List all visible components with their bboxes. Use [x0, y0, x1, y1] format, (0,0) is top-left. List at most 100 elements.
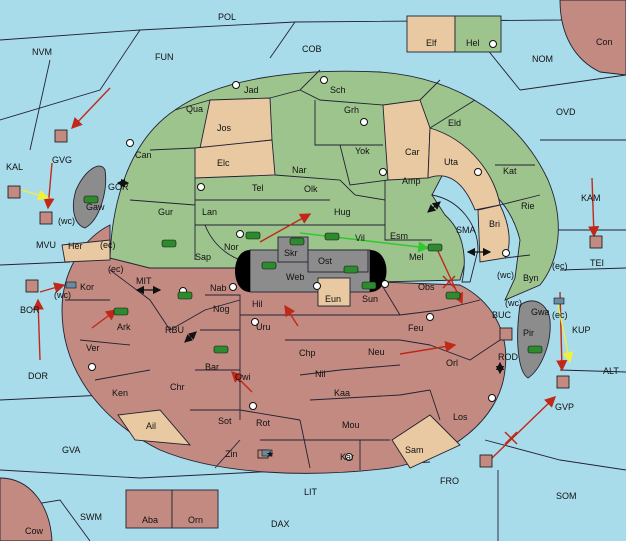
province-con[interactable]: [559, 0, 626, 76]
label-cob: COB: [302, 44, 322, 54]
label-neu: Neu: [368, 347, 385, 357]
label-tel: Tel: [252, 183, 264, 193]
label-bri: Bri: [489, 219, 500, 229]
label-her: Her: [68, 241, 83, 251]
province-pir[interactable]: [517, 300, 551, 379]
label-jos: Jos: [217, 123, 232, 133]
label-rot: Rot: [256, 418, 271, 428]
label-hel: Hel: [466, 38, 480, 48]
label-vil: Vil: [355, 233, 365, 243]
label-obs: Obs: [418, 282, 435, 292]
label-nvm: NVM: [32, 47, 52, 57]
label-can: Can: [135, 150, 152, 160]
label-aba: Aba: [142, 515, 158, 525]
label-zin: Zin: [225, 449, 238, 459]
label-hil: Hil: [252, 299, 263, 309]
label-ec1: (ec): [100, 240, 116, 250]
orders-yellow: [21, 189, 574, 364]
province-ail[interactable]: [117, 409, 192, 446]
label-feu: Feu: [408, 323, 424, 333]
orders-red: [32, 87, 600, 459]
label-pol: POL: [218, 12, 236, 22]
label-wc2: (wc): [497, 270, 514, 280]
label-dor: DOR: [28, 371, 49, 381]
label-ost: Ost: [318, 256, 333, 266]
label-buc: BUC: [492, 310, 512, 320]
label-ec3: (ec): [108, 264, 124, 274]
province-car[interactable]: [382, 99, 431, 181]
province-eun-inner[interactable]: [317, 277, 351, 307]
label-elc: Elc: [217, 158, 230, 168]
label-gwa: Gwa: [531, 307, 550, 317]
label-nar: Nar: [292, 165, 307, 175]
label-dax: DAX: [271, 519, 290, 529]
label-gva: GVA: [62, 445, 80, 455]
label-nom: NOM: [532, 54, 553, 64]
label-ken: Ken: [112, 388, 128, 398]
label-nog: Nog: [213, 304, 230, 314]
label-jad: Jad: [244, 85, 259, 95]
label-gaw: Gaw: [86, 202, 105, 212]
label-kup: KUP: [572, 325, 591, 335]
label-grh: Grh: [344, 105, 359, 115]
label-ail: Ail: [146, 421, 156, 431]
label-uru: Uru: [256, 322, 271, 332]
svg-text:★: ★: [266, 449, 274, 459]
passage-arrows: [116, 178, 505, 375]
label-gvp: GVP: [555, 402, 574, 412]
label-ver: Ver: [86, 343, 100, 353]
label-nil: Nil: [315, 369, 326, 379]
label-sot: Sot: [218, 416, 232, 426]
label-esm: Esm: [390, 231, 408, 241]
label-mvu: MVU: [36, 240, 56, 250]
label-gur: Gur: [158, 207, 173, 217]
province-her[interactable]: [61, 239, 111, 263]
label-tei: TEI: [590, 258, 604, 268]
province-jos[interactable]: [199, 97, 273, 149]
label-rie: Rie: [521, 201, 535, 211]
label-sun: Sun: [362, 294, 378, 304]
label-kat: Kat: [503, 166, 517, 176]
label-nab: Nab: [210, 283, 227, 293]
province-elf[interactable]: [406, 15, 456, 53]
province-ost[interactable]: [307, 249, 369, 273]
label-chp: Chp: [299, 348, 316, 358]
label-wc1: (wc): [58, 216, 75, 226]
label-ovd: OVD: [556, 107, 576, 117]
label-nor: Nor: [224, 242, 239, 252]
province-orn[interactable]: [171, 489, 219, 529]
label-swm: SWM: [80, 512, 102, 522]
label-car: Car: [405, 147, 420, 157]
label-mel: Mel: [409, 252, 424, 262]
province-sam[interactable]: [391, 414, 461, 469]
label-gvg: GVG: [52, 155, 72, 165]
label-sam: Sam: [405, 445, 424, 455]
south-borders: [65, 269, 501, 470]
label-olk: Olk: [304, 184, 318, 194]
label-cow: Cow: [25, 526, 44, 536]
label-som: SOM: [556, 491, 577, 501]
label-orn: Orn: [188, 515, 203, 525]
label-sap: Sap: [195, 252, 211, 262]
label-eun: Eun: [325, 294, 341, 304]
sea-sma[interactable]: [431, 194, 479, 283]
label-hug: Hug: [334, 207, 351, 217]
label-wc4: (wc): [505, 298, 522, 308]
label-los: Los: [453, 412, 468, 422]
province-labels: POL NVM FUN COB NOM Con OVD Elf Hel KAL …: [6, 12, 619, 536]
label-kam: KAM: [581, 193, 601, 203]
label-kaa: Kaa: [334, 388, 350, 398]
label-fun: FUN: [155, 52, 174, 62]
lake-west-end: [235, 250, 250, 292]
label-yok: Yok: [355, 146, 370, 156]
label-lan: Lan: [202, 207, 217, 217]
label-mit: MIT: [136, 276, 152, 286]
province-aba[interactable]: [125, 489, 173, 529]
order-green: [299, 232, 430, 253]
label-rbu: RBU: [165, 325, 184, 335]
label-bar: Bar: [205, 362, 219, 372]
label-mou: Mou: [342, 420, 360, 430]
failed-order-marks: [442, 275, 518, 445]
label-rod: ROD: [498, 352, 519, 362]
